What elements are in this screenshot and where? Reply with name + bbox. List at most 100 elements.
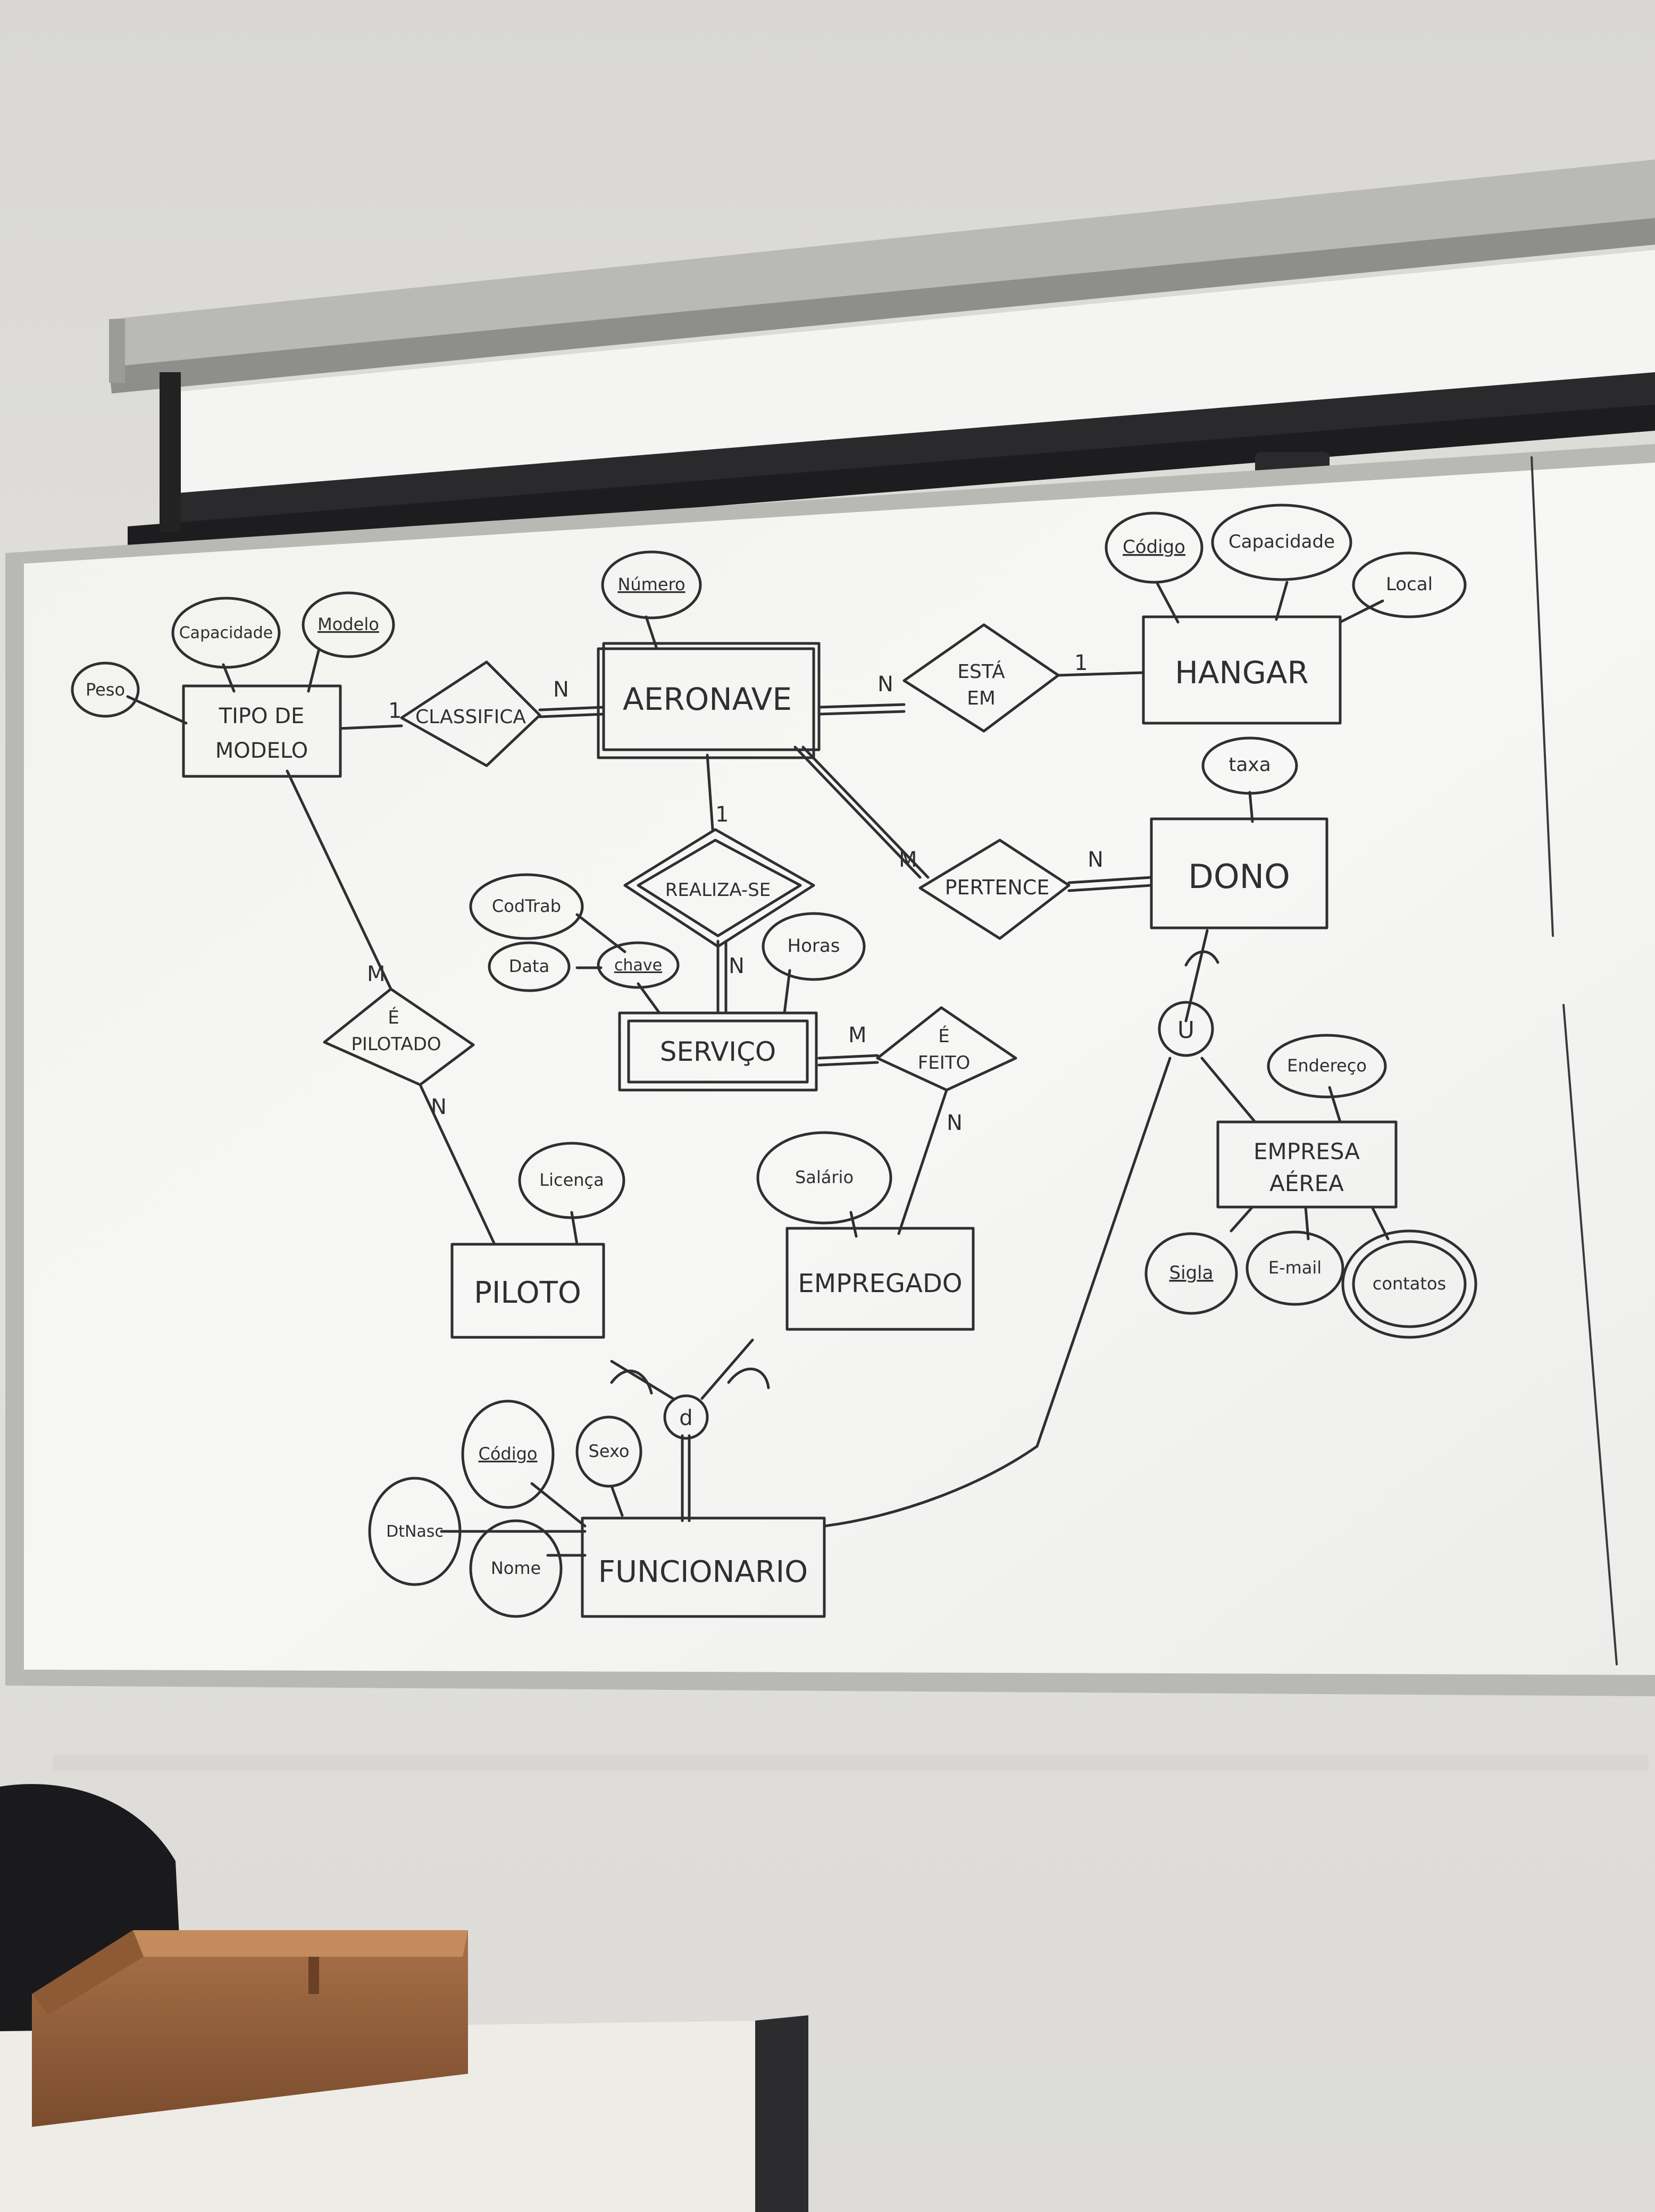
entity-tipo-modelo: TIPO DE MODELO <box>182 684 342 778</box>
svg-text:E-mail: E-mail <box>1268 1258 1322 1278</box>
attr-local: Local <box>1352 551 1467 618</box>
rel-e-pilotado: É PILOTADO <box>323 987 475 1086</box>
svg-text:CodTrab: CodTrab <box>492 896 561 916</box>
svg-text:Data: Data <box>509 956 549 976</box>
piloto-label: PILOTO <box>474 1276 581 1310</box>
diagram-lines <box>126 581 1390 1557</box>
entity-dono: DONO <box>1150 817 1328 929</box>
diagram-specialization: d U <box>663 1001 1214 1440</box>
funcionario-label: FUNCIONARIO <box>598 1555 808 1589</box>
union-circle: U <box>1158 1001 1214 1057</box>
attr-nome: Nome <box>469 1519 563 1618</box>
card-classifica-tipo: 1 <box>388 699 402 723</box>
attr-horas: Horas <box>762 912 866 981</box>
attr-sexo: Sexo <box>575 1415 642 1488</box>
hangar-label: HANGAR <box>1175 655 1309 691</box>
rel-realiza-se: REALIZA-SE <box>623 828 815 948</box>
attr-capacidade-hangar: Capacidade <box>1211 504 1352 581</box>
dono-label: DONO <box>1188 857 1290 896</box>
empresa-line-2: AÉREA <box>1269 1170 1344 1196</box>
card-esta-em-hangar: 1 <box>1074 651 1088 675</box>
attr-dtnasc: DtNasc <box>368 1477 462 1586</box>
svg-text:Sigla: Sigla <box>1169 1262 1214 1284</box>
disjoint-circle: d <box>663 1394 709 1440</box>
pertence-label: PERTENCE <box>945 876 1050 899</box>
card-classifica-aeronave: N <box>553 677 569 702</box>
svg-text:U: U <box>1177 1017 1194 1044</box>
tipo-modelo-line-2: MODELO <box>215 739 308 763</box>
attr-email: E-mail <box>1246 1230 1344 1306</box>
entity-funcionario: FUNCIONARIO <box>581 1516 826 1618</box>
feito-line-1: É <box>938 1025 949 1047</box>
entity-servico: SERVIÇO <box>618 1011 818 1092</box>
svg-text:Peso: Peso <box>86 680 125 700</box>
svg-text:Nome: Nome <box>491 1558 541 1578</box>
attr-data: Data <box>488 941 571 992</box>
realiza-se-label: REALIZA-SE <box>665 879 771 901</box>
whiteboard <box>5 444 1655 1771</box>
card-pilotado-tipo: M <box>367 962 386 986</box>
svg-text:chave: chave <box>614 956 662 975</box>
card-feito-empregado: N <box>947 1111 963 1135</box>
attr-contatos: contatos <box>1341 1229 1477 1339</box>
attr-numero: Número <box>601 550 702 619</box>
entity-aeronave: AERONAVE <box>597 642 821 759</box>
svg-text:Endereço: Endereço <box>1287 1055 1367 1076</box>
svg-text:Capacidade: Capacidade <box>1228 531 1335 552</box>
card-pertence-dono: N <box>1088 848 1104 872</box>
svg-text:d: d <box>679 1406 692 1430</box>
attr-chave: chave <box>597 941 680 989</box>
entity-piloto: PILOTO <box>450 1243 605 1339</box>
rel-esta-em: ESTÁ EM <box>902 623 1060 733</box>
feito-line-2: FEITO <box>918 1052 971 1074</box>
empregado-label: EMPREGADO <box>798 1269 962 1298</box>
pilotado-line-2: PILOTADO <box>351 1034 441 1055</box>
svg-text:Sexo: Sexo <box>589 1441 630 1461</box>
pilotado-line-1: É <box>388 1007 399 1028</box>
svg-text:Licença: Licença <box>539 1170 604 1190</box>
classifica-label: CLASSIFICA <box>415 706 526 728</box>
diagram-cardinalities: 1 N N 1 1 N M N M N M N <box>367 651 1104 1135</box>
attr-modelo: Modelo <box>302 591 395 658</box>
attr-codigo-func: Código <box>461 1400 555 1509</box>
entity-empresa-aerea: EMPRESA AÉREA <box>1216 1120 1398 1209</box>
diagram-attributes: Peso Capacidade Modelo Número Código Cap… <box>71 504 1477 1618</box>
attr-licenca: Licença <box>518 1142 625 1219</box>
rel-classifica: CLASSIFICA <box>400 660 541 767</box>
svg-text:taxa: taxa <box>1228 754 1271 776</box>
entity-empregado: EMPREGADO <box>785 1227 975 1331</box>
attr-capacidade-modelo: Capacidade <box>171 597 281 669</box>
attr-endereco: Endereço <box>1267 1034 1387 1099</box>
attr-codigo-hangar: Código <box>1105 512 1203 584</box>
svg-text:Local: Local <box>1386 574 1433 595</box>
card-esta-em-aeronave: N <box>877 672 893 697</box>
card-pilotado-piloto: N <box>431 1095 447 1119</box>
attr-peso: Peso <box>71 661 140 718</box>
card-feito-servico: M <box>848 1023 867 1048</box>
attr-salario: Salário <box>756 1131 892 1225</box>
attr-sigla: Sigla <box>1144 1232 1238 1315</box>
svg-text:Código: Código <box>478 1444 537 1464</box>
empresa-line-1: EMPRESA <box>1253 1138 1360 1164</box>
tipo-modelo-line-1: TIPO DE <box>219 704 305 728</box>
attr-codtrab: CodTrab <box>469 873 584 940</box>
esta-em-line-2: EM <box>967 688 996 709</box>
svg-text:Código: Código <box>1123 537 1185 558</box>
svg-text:Horas: Horas <box>788 935 840 957</box>
svg-text:Modelo: Modelo <box>317 614 379 634</box>
entity-hangar: HANGAR <box>1142 615 1342 725</box>
diagram-relationships: CLASSIFICA ESTÁ EM REALIZA-SE PERTENCE É… <box>323 623 1071 1092</box>
rel-pertence: PERTENCE <box>918 839 1071 940</box>
card-pertence-aeronave: M <box>899 848 917 872</box>
svg-text:DtNasc: DtNasc <box>386 1522 444 1541</box>
diagram-entities: TIPO DE MODELO AERONAVE HANGAR DONO SERV… <box>182 615 1398 1618</box>
aeronave-label: AERONAVE <box>623 681 792 717</box>
svg-text:Número: Número <box>617 574 685 594</box>
servico-label: SERVIÇO <box>660 1036 776 1067</box>
rel-e-feito: É FEITO <box>876 1006 1017 1092</box>
svg-text:contatos: contatos <box>1373 1273 1446 1294</box>
card-realiza-aeronave: 1 <box>715 802 729 827</box>
svg-text:Capacidade: Capacidade <box>179 624 273 642</box>
foreground-furniture <box>0 1784 808 2212</box>
